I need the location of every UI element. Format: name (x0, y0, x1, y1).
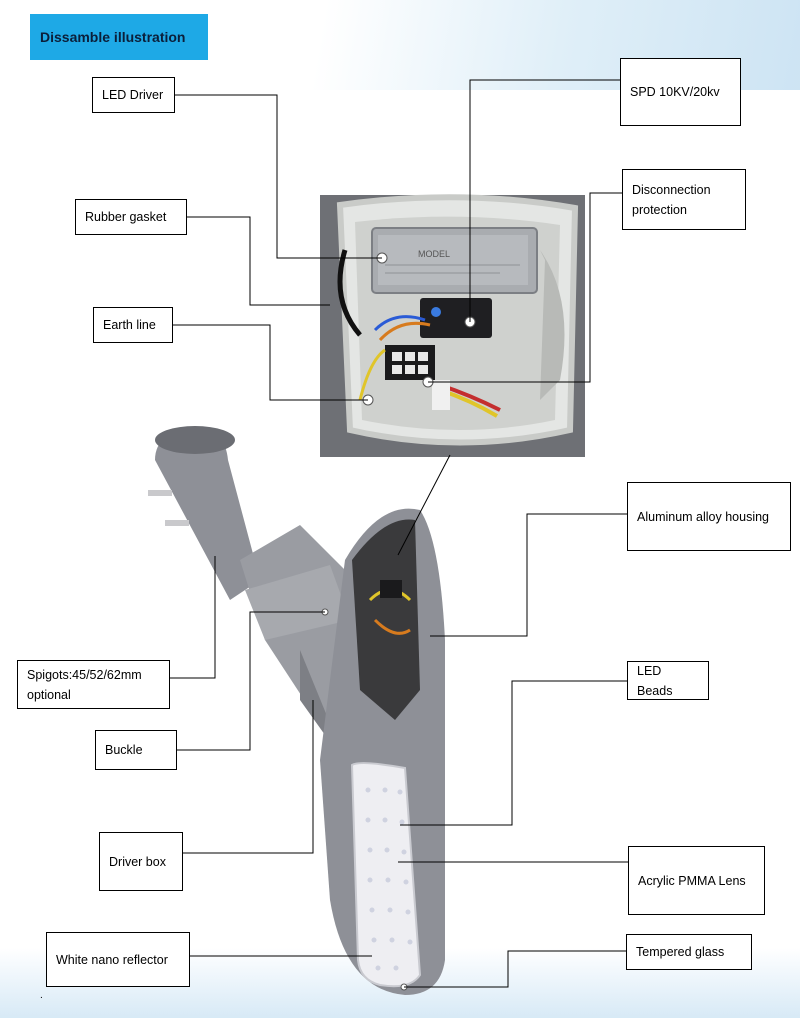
label-spigots-line2: optional (27, 687, 71, 702)
black-cable (337, 249, 362, 337)
earth-wire (358, 348, 386, 401)
interior-wire (373, 618, 411, 635)
label-driver-box: Driver box (99, 832, 183, 891)
interior-terminal (380, 580, 402, 598)
housing-interior (352, 519, 420, 720)
label-tempered-glass: Tempered glass (626, 934, 752, 970)
leader-led-beads (400, 680, 627, 826)
label-rubber-gasket: Rubber gasket (75, 199, 187, 235)
label-aluminum-alloy-housing: Aluminum alloy housing (627, 482, 791, 551)
spigot-tube (155, 428, 260, 600)
label-spigots-line1: Spigots:45/52/62mm (27, 667, 142, 682)
label-disconnection-protection: Disconnection protection (622, 169, 746, 230)
leader-rubber-gasket (187, 216, 330, 306)
label-earth-line: Earth line (93, 307, 173, 343)
terminal-slot (418, 352, 428, 361)
led-beads-grid (365, 787, 413, 971)
label-acrylic-pmma-lens: Acrylic PMMA Lens (628, 846, 765, 915)
footer-dot: . (40, 990, 43, 1001)
label-led-driver: LED Driver (92, 77, 175, 113)
terminal-block (385, 345, 435, 380)
label-disconnection-line2: protection (632, 202, 687, 217)
label-white-nano-reflector: White nano reflector (46, 932, 190, 987)
page-title: Dissamble illustration (30, 14, 208, 60)
leader-tempered-glass (404, 950, 626, 988)
buckle-part (245, 565, 350, 640)
terminal-slot (405, 365, 415, 374)
street-light-photo (148, 426, 445, 995)
leader-driver-box (183, 700, 314, 854)
leader-earth-line (173, 324, 368, 401)
leader-lines (170, 79, 628, 988)
blue-wire (373, 315, 426, 332)
orange-wire (378, 321, 431, 342)
label-spigots: Spigots:45/52/62mm optional (17, 660, 170, 709)
terminal-slot (392, 352, 402, 361)
leader-zoom (397, 454, 451, 556)
wire-clamp (432, 380, 450, 410)
spigot-screw (165, 520, 189, 526)
led-driver-label-plate (378, 235, 528, 285)
spigot-end (155, 426, 235, 454)
terminal-slot (392, 365, 402, 374)
label-spd: SPD 10KV/20kv (620, 58, 741, 126)
leader-spd (469, 79, 620, 322)
led-driver-model-text: MODEL (418, 249, 450, 259)
driver-box-shade (300, 650, 350, 770)
terminal-slot (418, 365, 428, 374)
leader-disconnection (428, 192, 622, 383)
spd-logo-icon (431, 307, 441, 317)
label-disconnection-line1: Disconnection (632, 182, 711, 197)
open-driver-box-photo: MODEL (320, 194, 585, 457)
terminal-slot (405, 352, 415, 361)
label-buckle: Buckle (95, 730, 177, 770)
leader-spigots (170, 556, 216, 679)
leader-led-driver (175, 94, 382, 259)
leader-aluminum-housing (430, 513, 627, 637)
spd-module (420, 298, 492, 338)
leader-buckle (177, 611, 325, 751)
spigot-screw (148, 490, 172, 496)
label-led-beads: LED Beads (627, 661, 709, 700)
box-rib (540, 250, 565, 400)
